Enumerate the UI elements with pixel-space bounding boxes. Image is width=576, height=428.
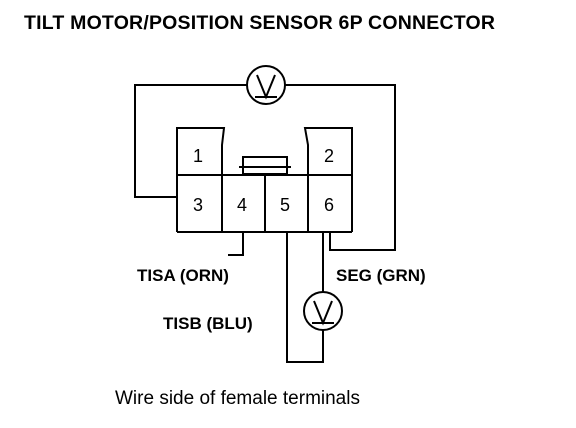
wire-top-left (134, 84, 247, 198)
diagram-caption: Wire side of female terminals (115, 388, 360, 409)
wire-label-tisa: TISA (ORN) (137, 266, 229, 285)
wire-top-right (285, 84, 396, 251)
wire-tisa (228, 232, 244, 256)
connector-lock-tab (242, 156, 288, 175)
wire-tisb (286, 232, 324, 363)
wire-label-tisb: TISB (BLU) (163, 314, 253, 333)
diagram-title: TILT MOTOR/POSITION SENSOR 6P CONNECTOR (24, 12, 496, 34)
pin-4-label: 4 (237, 195, 247, 215)
voltmeter-icon (303, 291, 343, 331)
pin-1-label: 1 (193, 146, 203, 166)
connector-left-latch (176, 127, 226, 232)
voltmeter-icon (246, 65, 286, 105)
pin-5-label: 5 (280, 195, 290, 215)
wire-label-seg: SEG (GRN) (336, 266, 426, 285)
pin-2-label: 2 (324, 146, 334, 166)
pin-6-label: 6 (324, 195, 334, 215)
connector-right-latch (303, 127, 353, 232)
pin-3-label: 3 (193, 195, 203, 215)
